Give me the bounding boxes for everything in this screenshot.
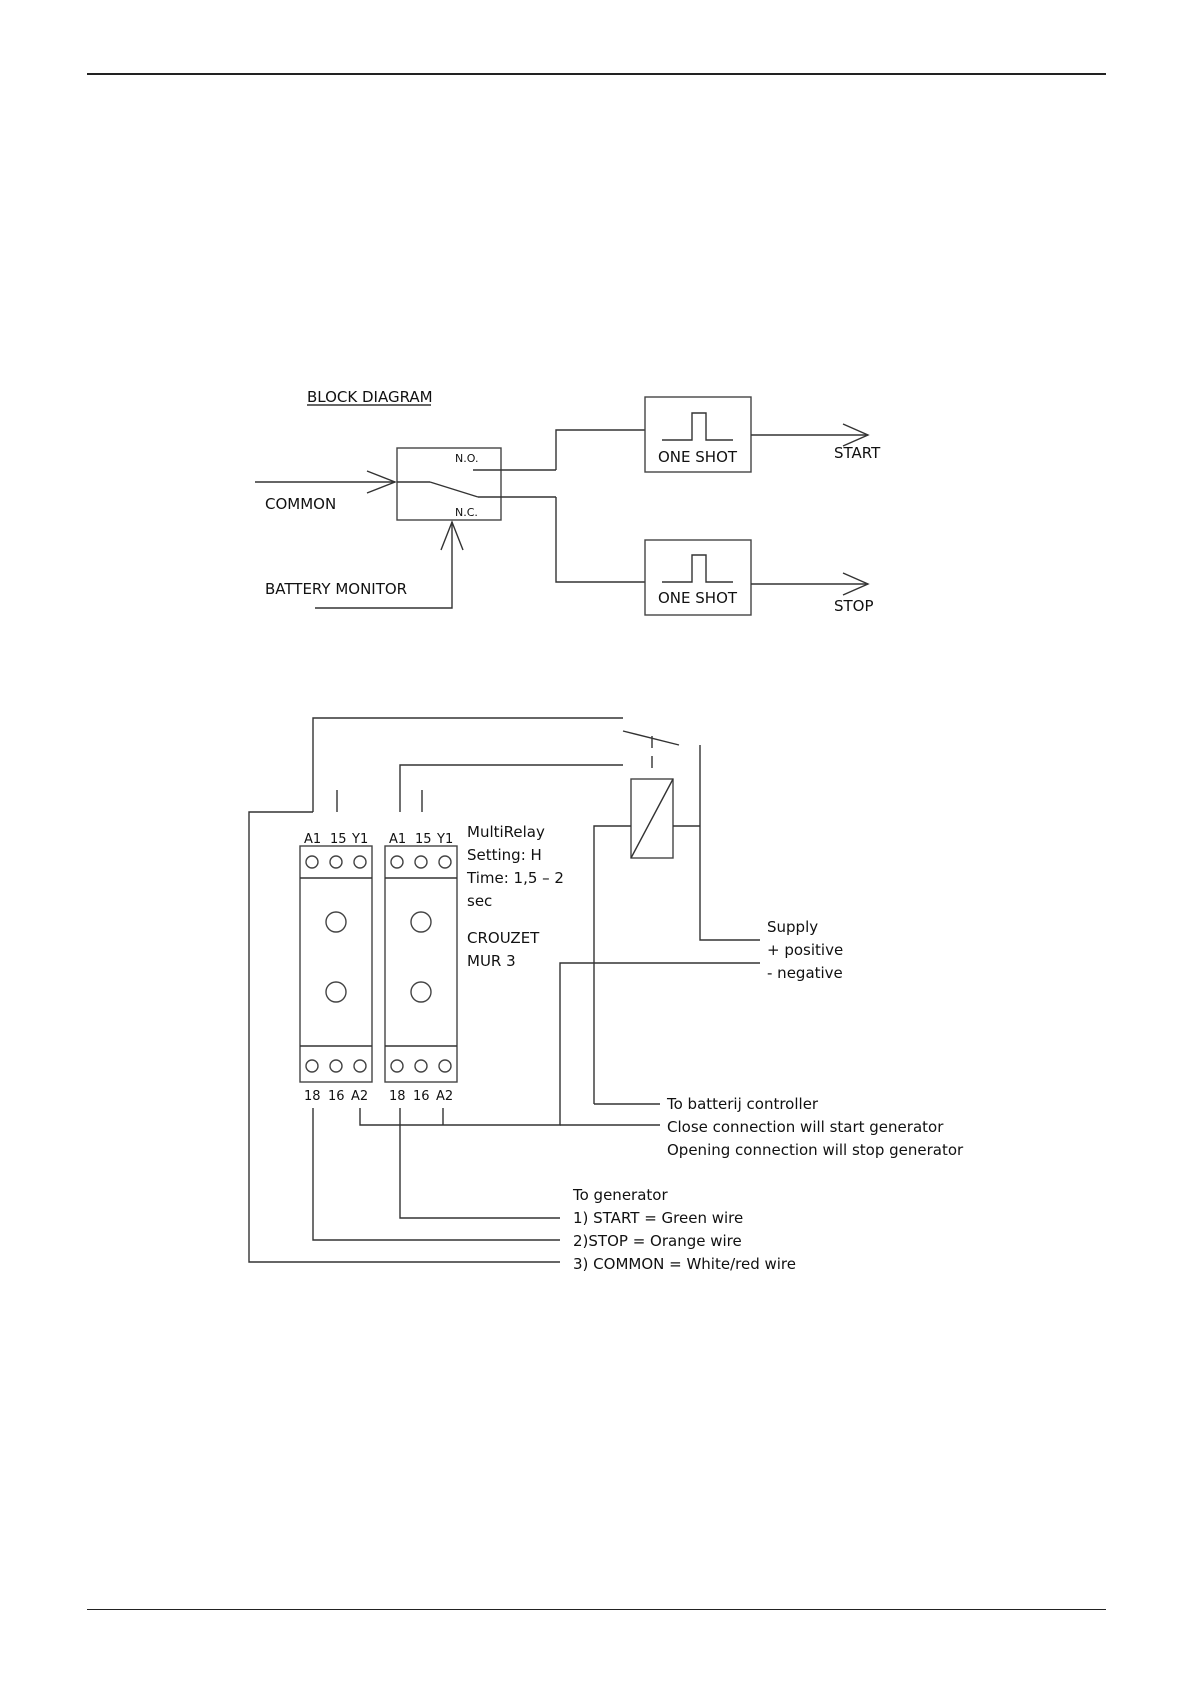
coil-to-controller-wire (593, 825, 631, 1104)
relay-2-body (384, 845, 458, 1083)
relay-info-line: MultiRelay (467, 823, 545, 841)
pulse-symbol-start (662, 412, 733, 441)
terminal-a1: A1 (389, 832, 406, 847)
common-label: COMMON (265, 495, 336, 513)
terminal-16: 16 (328, 1089, 345, 1104)
contact-wire-left (312, 717, 623, 812)
battery-monitor-arrowhead (440, 520, 464, 551)
controller-line: To batterij controller (666, 1095, 819, 1113)
relay-info-line: sec (467, 892, 492, 910)
battery-monitor-arrow (315, 522, 453, 609)
terminal-18: 18 (304, 1089, 321, 1104)
relay-1-screw (305, 855, 319, 869)
relay-coil-diagonal (630, 778, 674, 859)
block-diagram-title: BLOCK DIAGRAM (307, 388, 433, 406)
terminal-a2: A2 (436, 1089, 453, 1104)
relay-1-screw (329, 855, 343, 869)
relay-info-line: Setting: H (467, 846, 542, 864)
relay-model-line: MUR 3 (467, 952, 516, 970)
generator-labels: To generator 1) START = Green wire 2)STO… (572, 1186, 796, 1273)
start-route-wire (555, 429, 645, 470)
terminal-y1: Y1 (436, 832, 453, 847)
generator-stop-wire (312, 1108, 560, 1241)
relay-2-screw (438, 1059, 452, 1073)
relay-2-screw (390, 1059, 404, 1073)
common-wire (248, 811, 560, 1263)
relay-1-screw (353, 1059, 367, 1073)
terminal-y1: Y1 (351, 832, 368, 847)
supply-line: Supply (767, 918, 818, 936)
supply-line: - negative (767, 964, 843, 982)
generator-line: 1) START = Green wire (573, 1209, 743, 1227)
one-shot-box-stop (644, 539, 752, 616)
relay-info: MultiRelay Setting: H Time: 1,5 – 2 sec … (466, 823, 564, 970)
relay-2-screw (390, 855, 404, 869)
stop-arrowhead (842, 572, 870, 596)
supply-labels: Supply + positive - negative (767, 918, 843, 982)
relay-2-screw (438, 855, 452, 869)
relay-2-led (410, 981, 432, 1003)
pulse-symbol-stop (662, 554, 733, 583)
controller-line: Close connection will start generator (667, 1118, 944, 1136)
start-label: START (834, 444, 881, 462)
stop-route-wire (555, 497, 645, 583)
terminal-18: 18 (389, 1089, 406, 1104)
terminal-16: 16 (413, 1089, 430, 1104)
stop-label: STOP (834, 597, 874, 615)
controller-line: Opening connection will stop generator (667, 1141, 964, 1159)
relay-2-led (410, 911, 432, 933)
relay-2-screw (414, 855, 428, 869)
relay-coil (630, 778, 674, 859)
switch-blade (429, 481, 479, 498)
footer-rule (87, 1609, 1106, 1610)
terminal-15: 15 (330, 832, 347, 847)
terminal-a1: A1 (304, 832, 321, 847)
generator-line: To generator (572, 1186, 668, 1204)
battery-monitor-label: BATTERY MONITOR (265, 580, 407, 598)
generator-start-wire (399, 1108, 560, 1219)
controller-labels: To batterij controller Close connection … (666, 1095, 964, 1159)
relay2-feed-wire (399, 764, 623, 812)
relay-module-1: A1 15 Y1 18 16 A2 (299, 832, 373, 1104)
relay-1-screw (329, 1059, 343, 1073)
relay-2-screw (414, 1059, 428, 1073)
relay-1-led (325, 911, 347, 933)
one-shot-start-label: ONE SHOT (658, 448, 738, 466)
changeover-contact (622, 730, 680, 746)
relay-info-line: Time: 1,5 – 2 (466, 869, 564, 887)
relay-1-led (325, 981, 347, 1003)
header-rule (87, 73, 1106, 75)
supply-line: + positive (767, 941, 843, 959)
wiring-schematic: A1 15 Y1 18 16 A2 A1 15 Y1 18 16 A2 (248, 717, 964, 1273)
terminal-a2: A2 (351, 1089, 368, 1104)
generator-line: 2)STOP = Orange wire (573, 1232, 742, 1250)
switch-nc-label: N.C. (455, 506, 478, 519)
common-arrowhead (366, 470, 397, 494)
relay-module-2: A1 15 Y1 18 16 A2 (384, 832, 458, 1104)
relay-1-screw (353, 855, 367, 869)
relay-1-screw (305, 1059, 319, 1073)
one-shot-stop-label: ONE SHOT (658, 589, 738, 607)
switch-box (396, 447, 502, 521)
start-arrowhead (842, 423, 870, 447)
relay-model-line: CROUZET (467, 929, 540, 947)
supply-positive-wire (699, 745, 760, 941)
relay-1-body (299, 845, 373, 1083)
terminal-15: 15 (415, 832, 432, 847)
generator-line: 3) COMMON = White/red wire (573, 1255, 796, 1273)
switch-no-label: N.O. (455, 452, 478, 465)
block-diagram: BLOCK DIAGRAM N.O. N.C. COMMON BATTERY M… (255, 388, 881, 616)
